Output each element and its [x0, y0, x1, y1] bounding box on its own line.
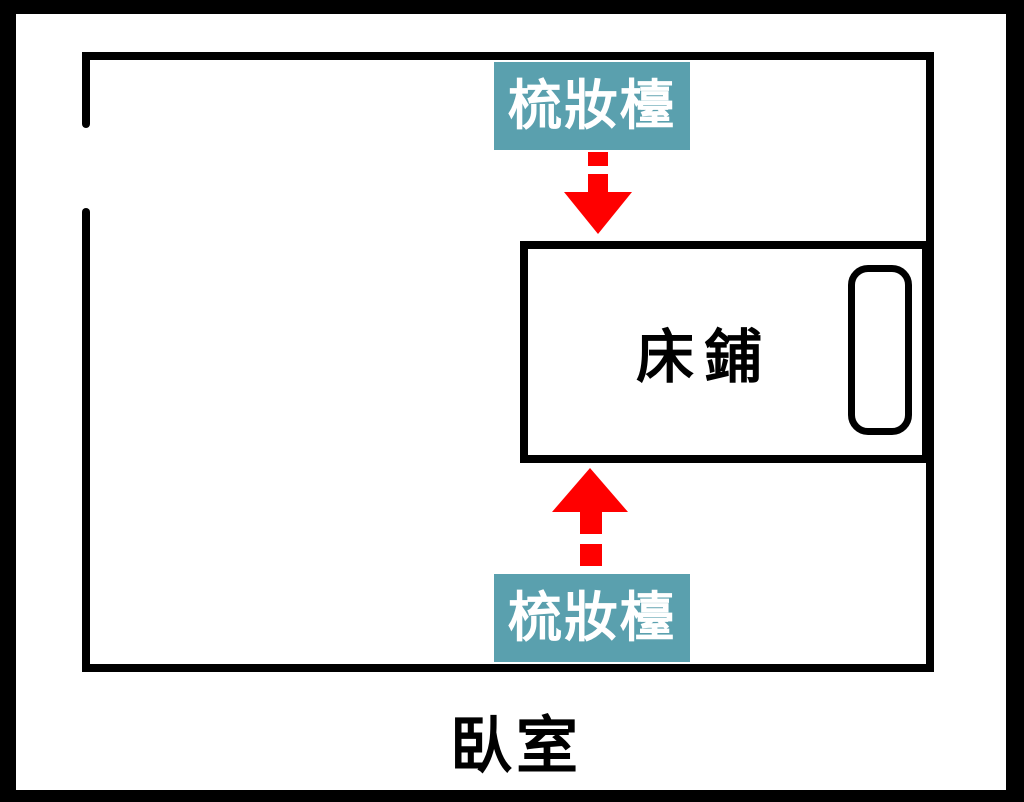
dresser-label-top: 梳妝檯	[494, 62, 690, 150]
wall-top	[82, 52, 934, 60]
arrow-up-dashed-icon	[552, 468, 628, 566]
wall-bottom	[82, 664, 934, 672]
room-label: 臥室	[449, 709, 582, 782]
arrows-layer	[552, 152, 632, 566]
wall-left-upper	[82, 52, 90, 128]
arrow-down-dashed-icon	[564, 152, 632, 234]
dresser-label-bottom: 梳妝檯	[494, 574, 690, 662]
floor-plan-canvas: 床鋪 梳妝檯 梳妝檯 臥室	[16, 14, 1006, 790]
bed-label: 床鋪	[636, 323, 773, 391]
wall-left-lower	[82, 208, 90, 672]
pillow-icon	[848, 265, 912, 435]
